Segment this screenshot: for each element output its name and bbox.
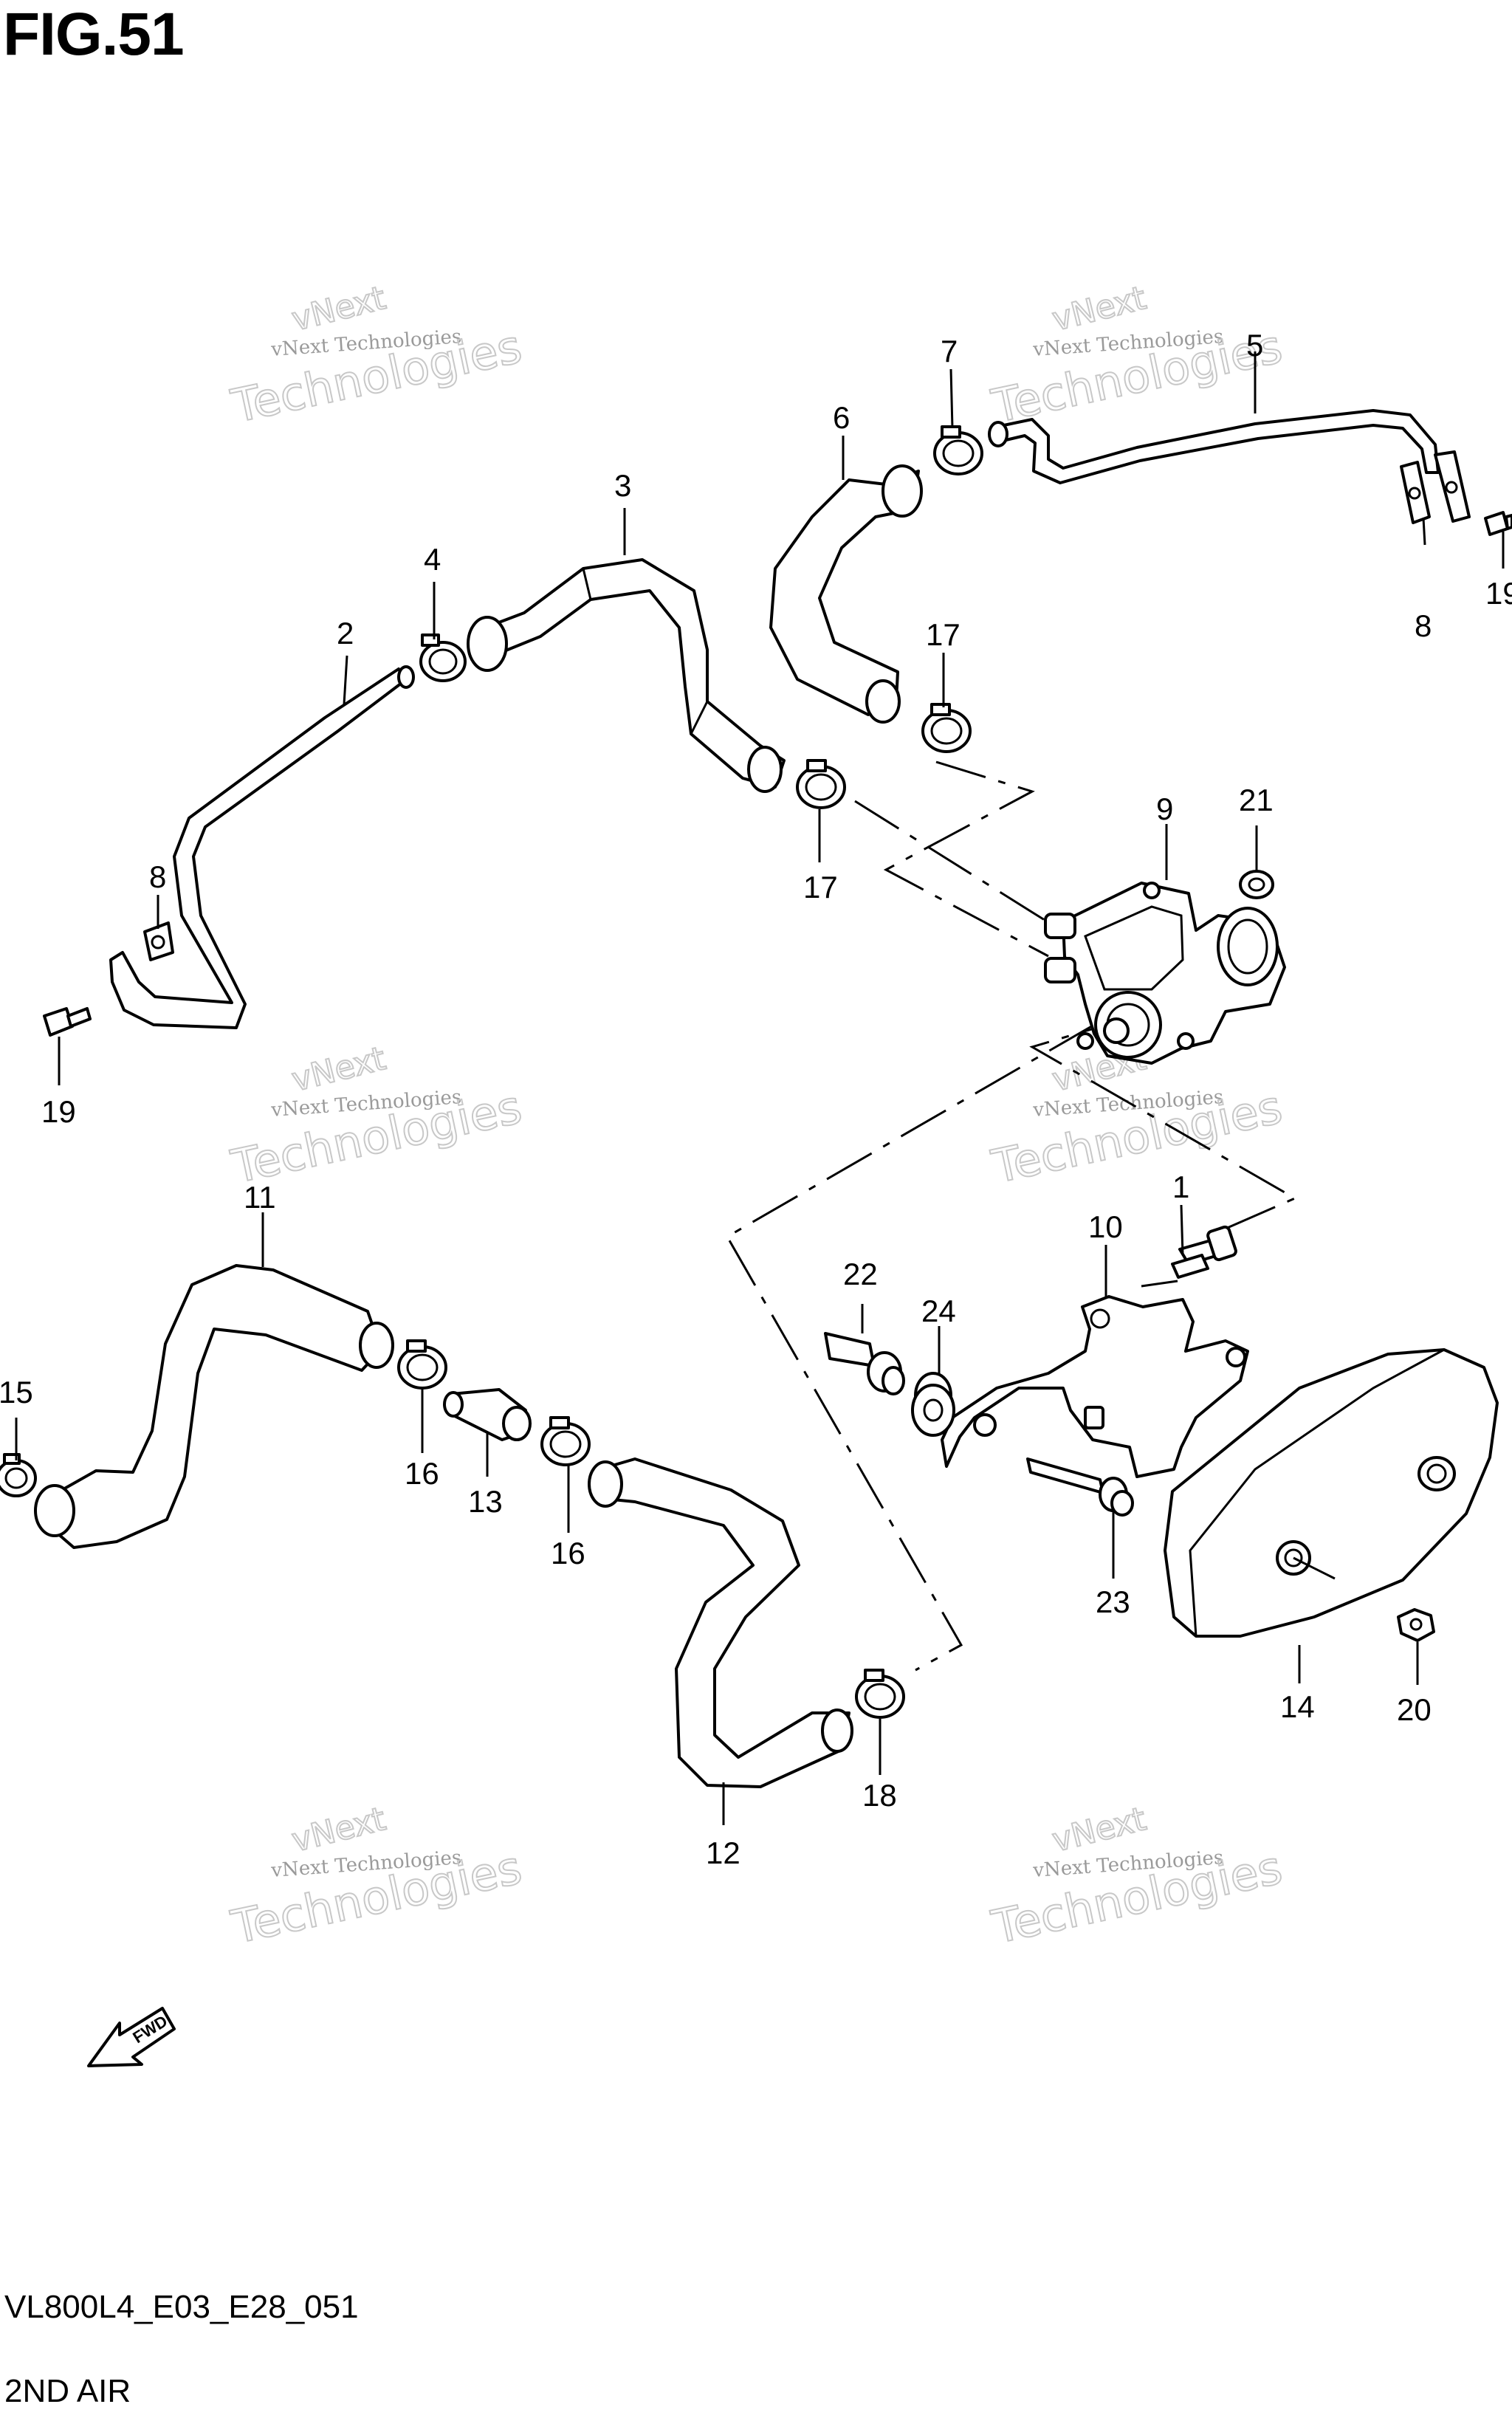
fwd-arrow-icon: FWD [87, 2007, 176, 2067]
svg-text:vNext: vNext [288, 1800, 389, 1860]
part-11-hose [34, 1264, 394, 1549]
svg-text:vNext: vNext [1048, 1800, 1150, 1860]
part-16-clamp-left [397, 1339, 447, 1390]
part-6-hose [769, 464, 923, 724]
part-10-bracket [941, 1295, 1249, 1478]
part-19-bolt-left [43, 1007, 92, 1037]
callout-24: 24 [921, 1294, 956, 1328]
callout-7: 7 [941, 334, 958, 368]
callout-8-right: 8 [1415, 608, 1432, 643]
callout-11: 11 [244, 1180, 276, 1215]
part-19-bolt-right [1484, 511, 1512, 536]
part-13-joint [443, 1388, 532, 1441]
callout-13: 13 [468, 1484, 503, 1519]
part-14-case [1164, 1348, 1499, 1638]
callout-15: 15 [0, 1375, 33, 1409]
part-9-valve [1044, 882, 1286, 1065]
section-name: 2ND AIR [4, 2373, 131, 2409]
callout-16-left: 16 [405, 1456, 439, 1491]
part-8-plate-left [143, 921, 174, 961]
part-22-collar [824, 1332, 905, 1395]
figure-title: FIG.51 [3, 1, 185, 68]
callout-10: 10 [1088, 1209, 1123, 1244]
callout-1: 1 [1172, 1170, 1189, 1204]
svg-text:vNext: vNext [1048, 279, 1150, 339]
part-15-clamp [0, 1453, 37, 1497]
part-12-hose [588, 1457, 853, 1788]
callout-19-right: 19 [1485, 576, 1512, 611]
part-20-nut [1397, 1608, 1435, 1642]
callout-12: 12 [706, 1836, 740, 1870]
watermark-top-left: vNext vNext Technologies Technologies [226, 278, 527, 434]
part-16-clamp-right [540, 1416, 591, 1466]
callout-5: 5 [1246, 328, 1263, 363]
part-1-union [1171, 1225, 1237, 1279]
part-5-pipe [988, 409, 1440, 484]
leader-lines [15, 351, 1505, 1825]
part-17-clamp-lower [796, 759, 846, 809]
part-18-clamp [855, 1669, 905, 1719]
routing-lines [725, 760, 1298, 1672]
part-24-grommet [911, 1372, 955, 1437]
watermark-bottom-left: vNext vNext Technologies Technologies [226, 1799, 527, 1955]
callout-17-lower: 17 [803, 870, 838, 904]
callout-14: 14 [1280, 1689, 1315, 1724]
callout-21: 21 [1239, 783, 1274, 817]
watermark-bottom-right: vNext vNext Technologies Technologies [986, 1799, 1288, 1955]
callout-9: 9 [1156, 791, 1173, 826]
callout-16-right: 16 [551, 1536, 585, 1570]
part-2-pipe [109, 665, 415, 1029]
callout-4: 4 [424, 542, 441, 577]
callout-3: 3 [614, 468, 631, 503]
part-8-plate-right [1400, 450, 1471, 524]
callout-6: 6 [833, 400, 850, 435]
callout-8-left: 8 [149, 859, 166, 894]
part-3-hose [467, 558, 786, 793]
model-code: VL800L4_E03_E28_051 [4, 2289, 359, 2325]
part-17-clamp-upper [921, 703, 972, 753]
callout-19-left: 19 [41, 1094, 76, 1129]
callout-22: 22 [843, 1257, 878, 1291]
watermark-top-right: vNext vNext Technologies Technologies [986, 278, 1288, 434]
svg-text:vNext: vNext [288, 1040, 389, 1099]
callout-23: 23 [1096, 1584, 1130, 1619]
callout-labels: 1 2 3 4 5 6 7 8 8 9 10 11 12 13 14 15 16… [0, 328, 1512, 1870]
callout-18: 18 [862, 1778, 897, 1813]
part-7-clamp [933, 425, 983, 475]
callout-20: 20 [1397, 1692, 1432, 1727]
part-23-bolt [1026, 1457, 1134, 1517]
watermark-mid-left: vNext vNext Technologies Technologies [226, 1039, 527, 1195]
part-4-clamp [419, 633, 467, 682]
callout-17-upper: 17 [926, 617, 961, 652]
part-21-washer [1239, 870, 1274, 899]
callout-2: 2 [337, 616, 354, 650]
watermark-mid-right: vNext vNext Technologies Technologies [986, 1039, 1288, 1195]
svg-text:vNext: vNext [288, 279, 389, 339]
